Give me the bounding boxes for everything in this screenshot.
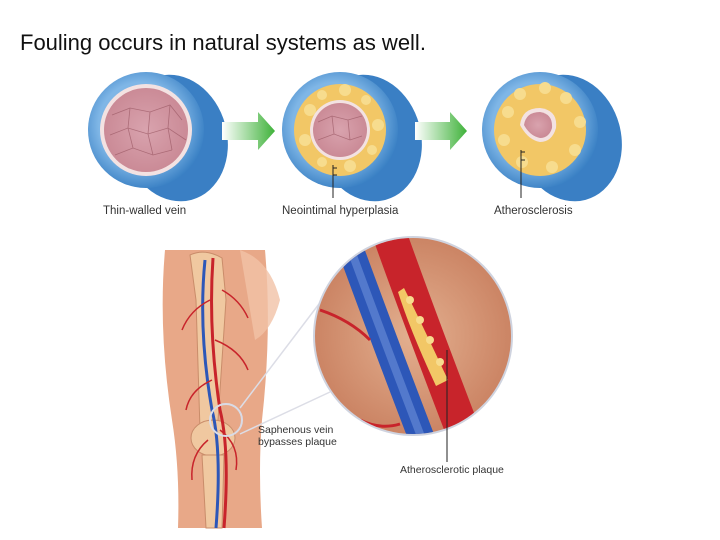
bypass-label-line2: bypasses plaque <box>258 436 337 448</box>
bypass-label-line1: Saphenous vein <box>258 424 334 436</box>
vessel-thin-walled <box>88 72 228 202</box>
slide-title: Fouling occurs in natural systems as wel… <box>20 30 426 55</box>
stage-label-neointimal-hyperplasia: Neointimal hyperplasia <box>282 205 399 217</box>
plaque-label: Atherosclerotic plaque <box>400 464 504 476</box>
stage-label-atherosclerosis: Atherosclerosis <box>494 205 573 217</box>
stage-label-thin-walled-vein: Thin-walled vein <box>103 205 187 217</box>
leg-illustration <box>162 250 280 529</box>
progression-arrow-icon <box>415 112 467 150</box>
artery-zoom-detail <box>313 236 513 436</box>
vessel-atherosclerosis <box>482 72 622 202</box>
vessel-neointimal-hyperplasia <box>282 72 422 202</box>
progression-arrow-icon <box>222 112 275 150</box>
